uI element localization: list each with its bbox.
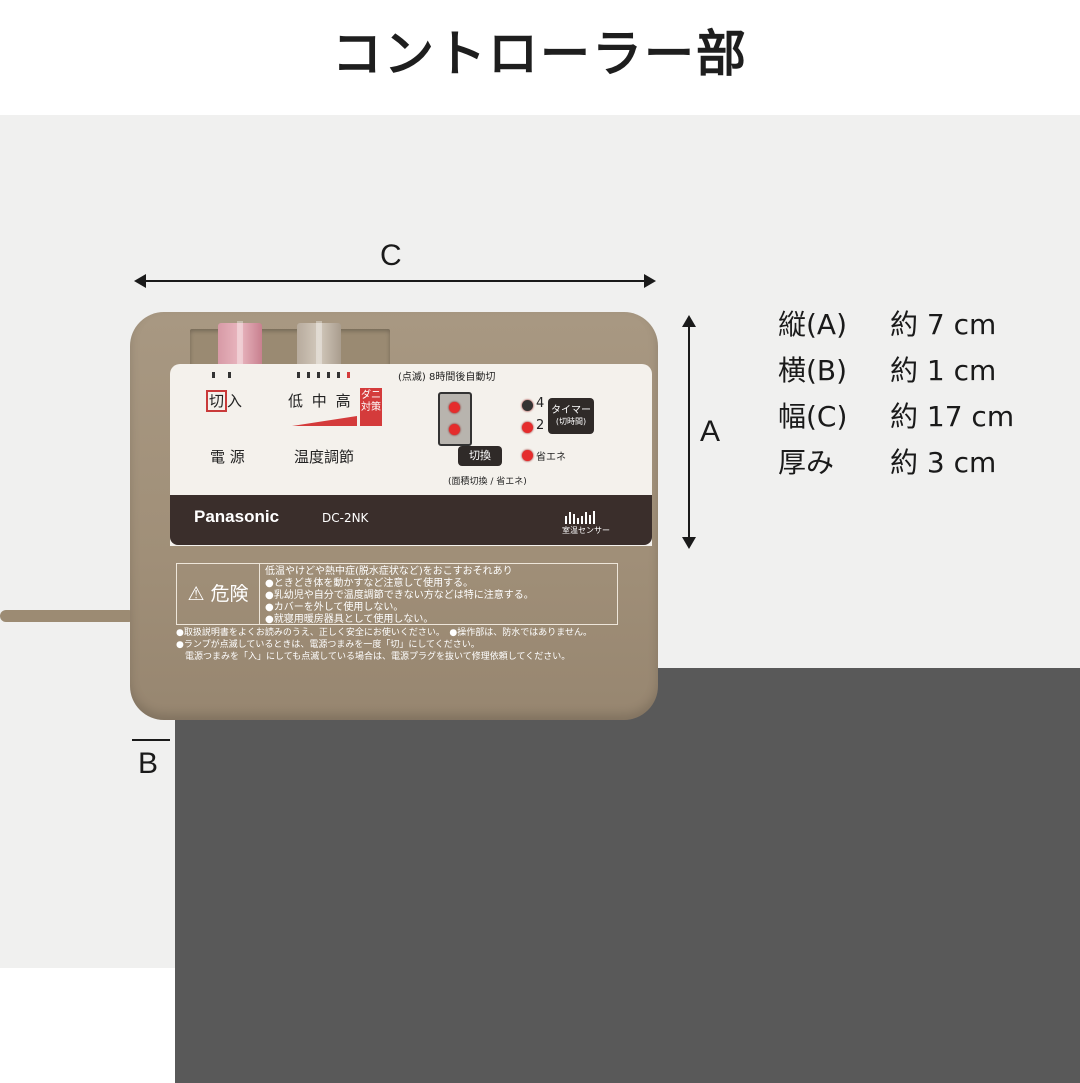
danger-box: ⚠ 危険 低温やけどや熱中症(脱水症状など)をおこすおそれあり ●ときどき体を動… [176, 563, 618, 625]
led-eco [522, 450, 533, 461]
arrow-right-head [644, 274, 656, 288]
usage-notes: ●取扱説明書をよくお読みのうえ、正しく安全にお使いください。 ●操作部は、防水で… [176, 628, 592, 662]
danger-text: 低温やけどや熱中症(脱水症状など)をおこすおそれあり ●ときどき体を動かすなど注… [265, 566, 534, 625]
led-indicator [449, 424, 460, 435]
dimension-specs: 縦(A)約 7 cm 横(B)約 1 cm 幅(C)約 17 cm 厚み約 3 … [778, 302, 1014, 486]
tick-mark [297, 372, 300, 378]
spec-row: 厚み約 3 cm [778, 446, 997, 479]
spec-row: 横(B)約 1 cm [778, 354, 997, 387]
switch-note: (面積切換 / 省エネ) [448, 477, 527, 487]
model-number: DC-2NK [322, 511, 369, 525]
warning-label: ⚠ 危険 低温やけどや熱中症(脱水症状など)をおこすおそれあり ●ときどき体を動… [170, 555, 652, 677]
tick-mark [228, 372, 231, 378]
arrow-left-head [134, 274, 146, 288]
power-knob[interactable] [218, 321, 262, 371]
controller-device: 切入 電 源 低 中 高 ダニ対策 温度調節 (点滅) 8時間後自動切 4 2 … [130, 312, 658, 720]
dimension-a-arrow [688, 320, 690, 545]
spec-row: 幅(C)約 17 cm [778, 400, 1015, 433]
brand-bar: Panasonic DC-2NK 室温センサー [170, 495, 652, 545]
led-2h [522, 422, 533, 433]
tick-mark [347, 372, 350, 378]
mite-mode-badge: ダニ対策 [360, 388, 382, 426]
temperature-knob[interactable] [297, 321, 341, 371]
temperature-label: 温度調節 [294, 448, 355, 466]
temp-levels: 低 中 高 [288, 392, 353, 410]
room-sensor-label: 室温センサー [562, 526, 610, 535]
power-label: 電 源 [210, 448, 245, 466]
tick-mark [337, 372, 340, 378]
auto-off-note: (点滅) 8時間後自動切 [398, 372, 496, 383]
room-sensor-icon [565, 505, 605, 524]
danger-heading: ⚠ 危険 [177, 564, 260, 624]
dimension-b-label: B [138, 747, 159, 780]
power-labels: 切入 [206, 390, 242, 412]
switch-button[interactable]: 切換 [458, 446, 502, 466]
timer-label: タイマー (切時間) [548, 398, 594, 434]
led-indicator [449, 402, 460, 413]
page-title: コントローラー部 [332, 25, 748, 83]
power-cord [0, 610, 135, 622]
dimension-a-label: A [700, 415, 721, 448]
led-4h [522, 400, 533, 411]
heated-mat [175, 668, 1080, 1083]
temperature-ramp [292, 416, 357, 426]
arrow-up-head [682, 315, 696, 327]
dimension-b-arrow [132, 739, 170, 741]
tick-mark [317, 372, 320, 378]
spec-row: 縦(A)約 7 cm [778, 308, 997, 341]
arrow-down-head [682, 537, 696, 549]
dimension-c-arrow [138, 280, 652, 282]
tick-mark [212, 372, 215, 378]
brand-logo: Panasonic [194, 507, 280, 526]
tick-mark [327, 372, 330, 378]
timer-button[interactable] [438, 392, 472, 446]
knob-groove [190, 321, 390, 371]
tick-mark [307, 372, 310, 378]
dimension-c-label: C [380, 239, 402, 272]
